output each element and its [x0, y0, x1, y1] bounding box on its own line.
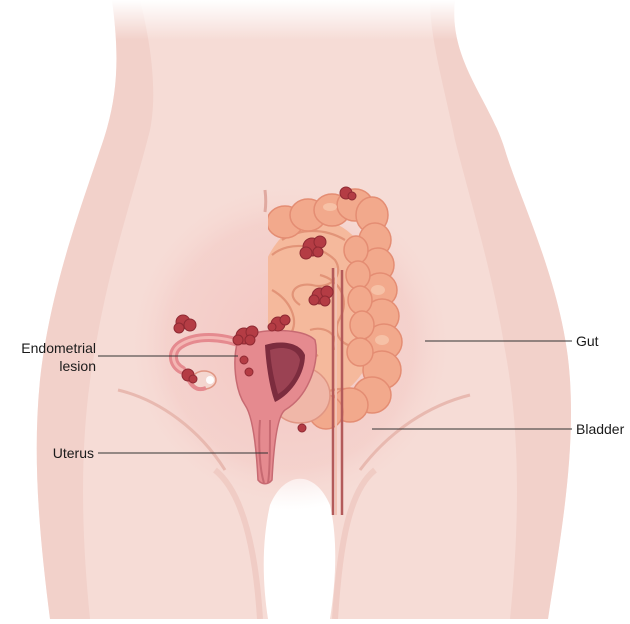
lesion-near-uterus: [298, 424, 306, 432]
label-uterus: Uterus: [53, 445, 94, 461]
label-endometrial-lesion-line2: lesion: [59, 358, 96, 374]
label-bladder: Bladder: [576, 421, 625, 437]
label-gut: Gut: [576, 333, 599, 349]
label-endometrial-lesion-line1: Endometrial: [21, 340, 96, 356]
navel: [265, 190, 266, 212]
top-fade: [0, 0, 630, 40]
